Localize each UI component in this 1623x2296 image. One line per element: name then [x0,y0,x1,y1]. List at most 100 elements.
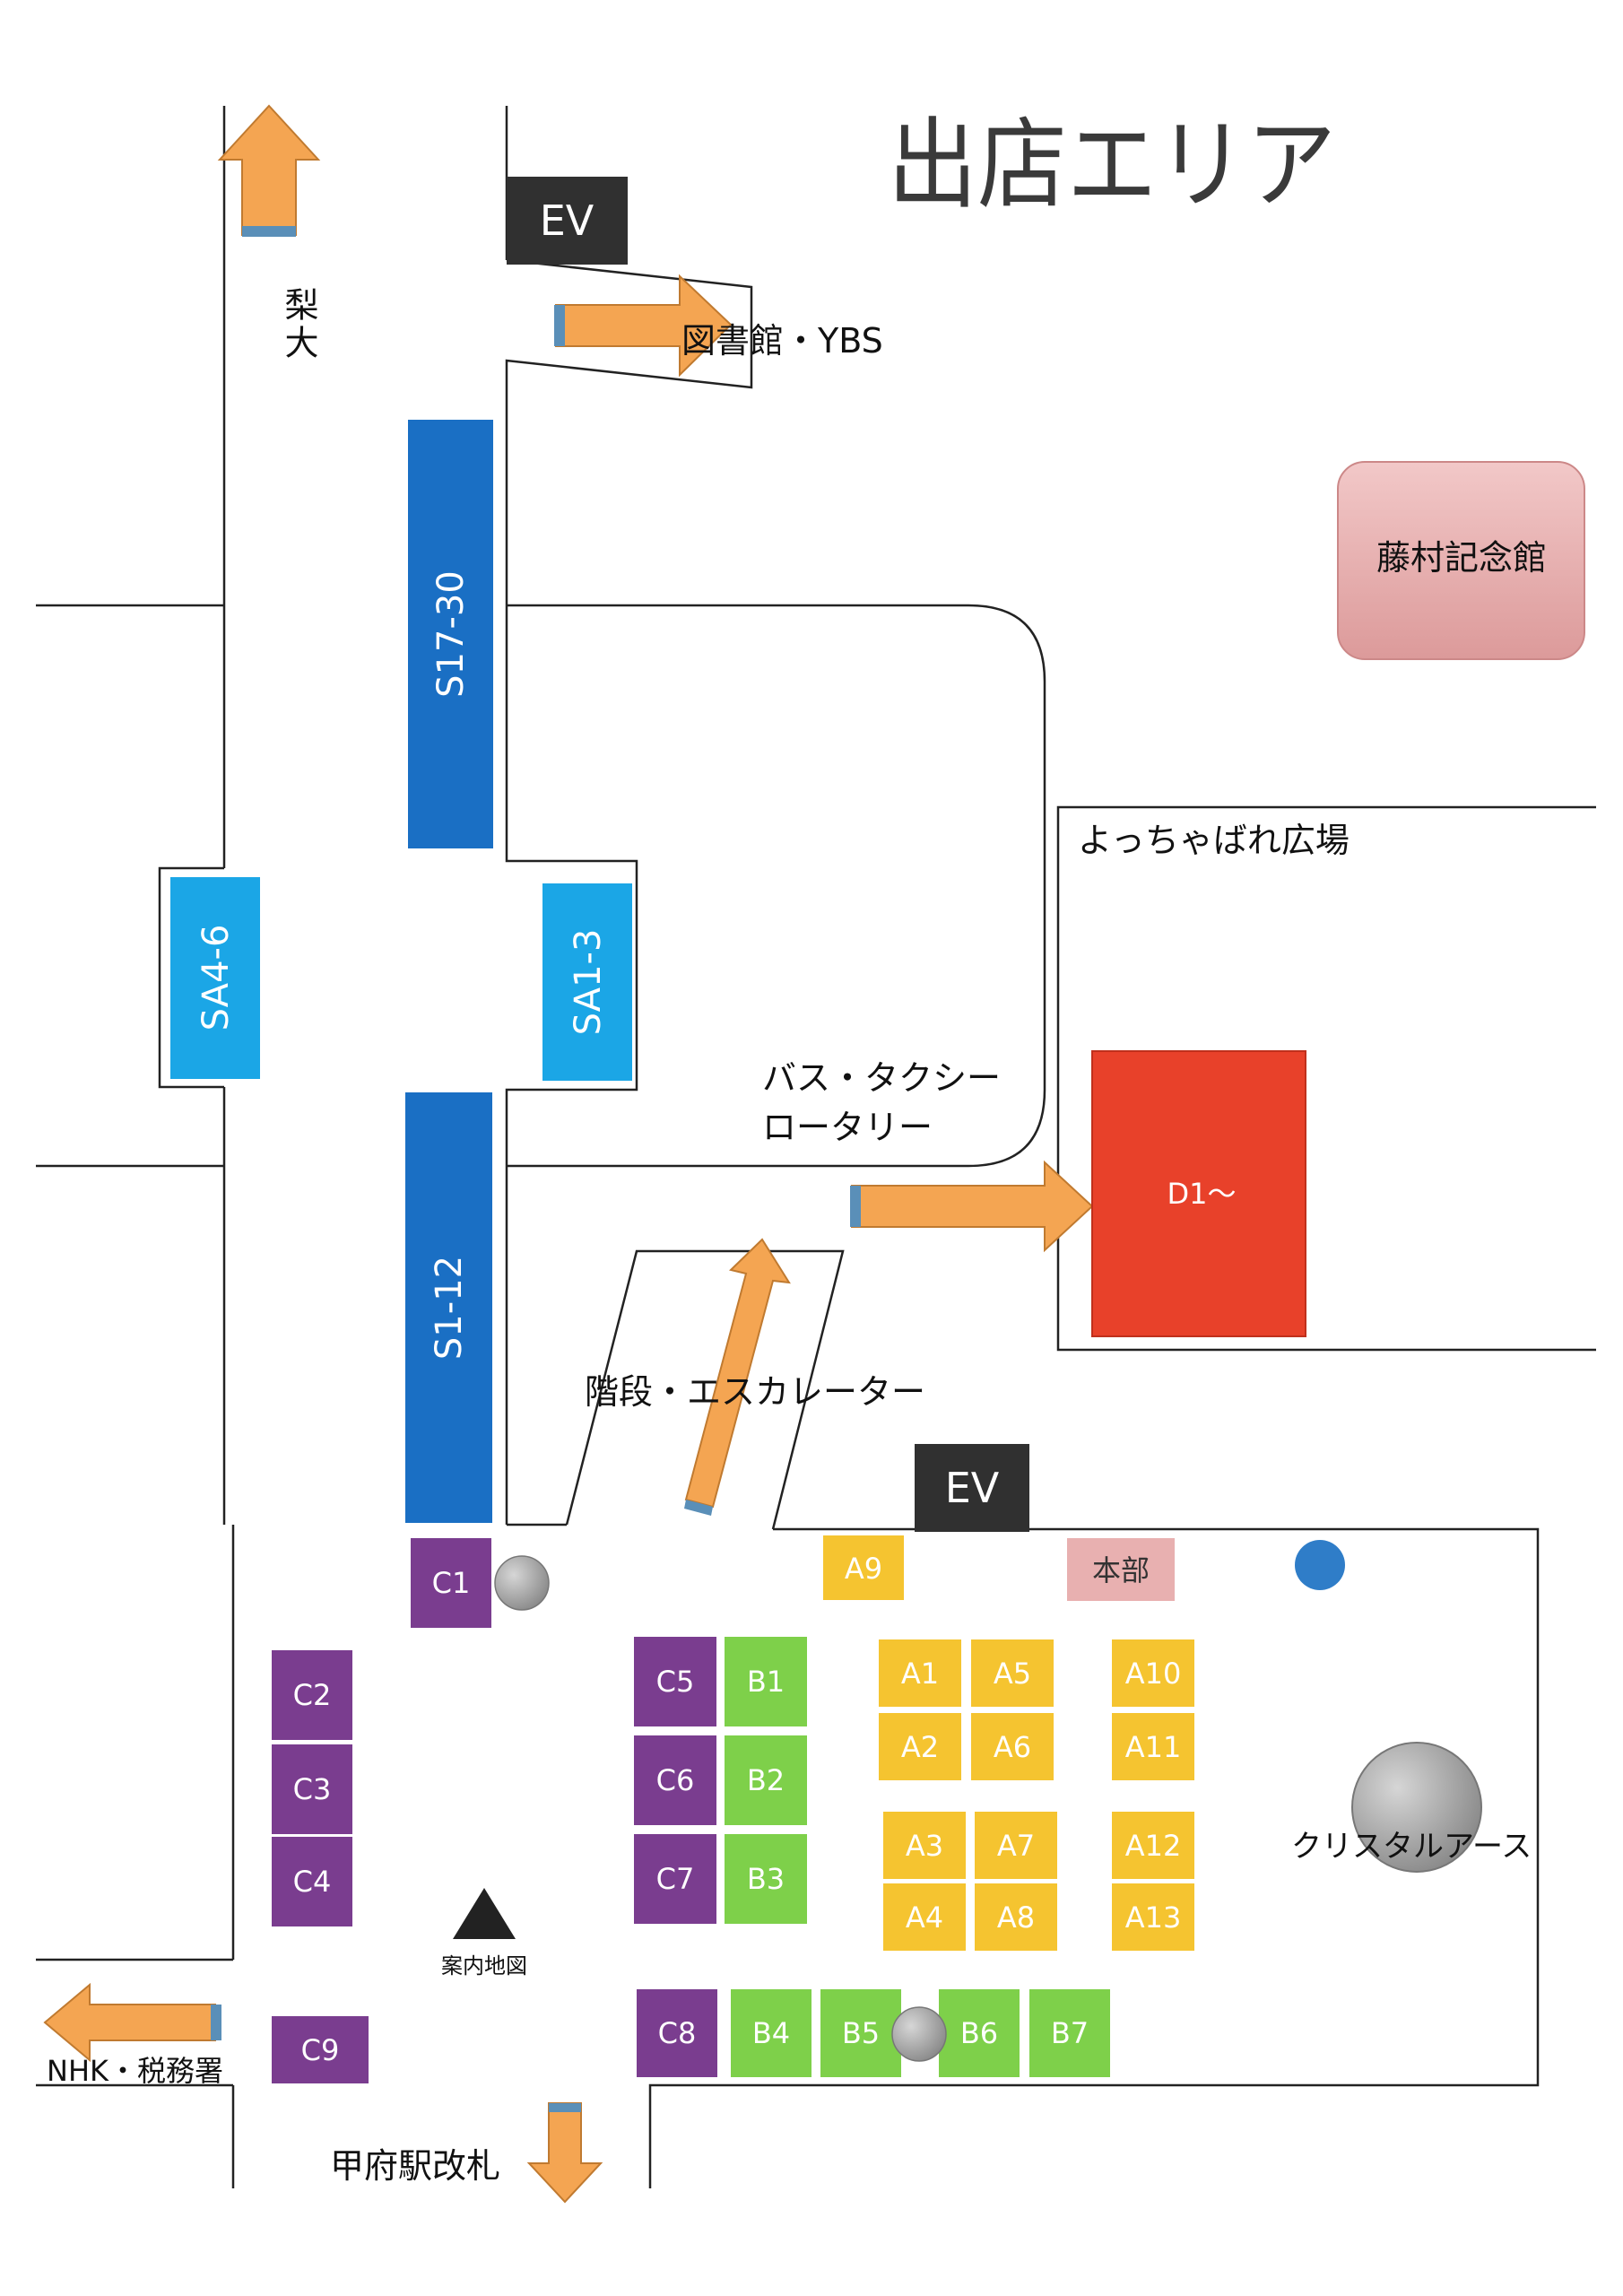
label-library: 図書館・YBS [681,321,883,361]
stall-c2-label: C2 [293,1678,332,1712]
arrow-up-icon [217,104,321,237]
stall-c8 [637,1989,717,2077]
stall-c3-label: C3 [293,1772,332,1806]
honbu-label: 本部 [1092,1553,1150,1587]
arrow-right-icon [850,1160,1094,1253]
stall-b2 [725,1735,807,1825]
stall-a9 [823,1535,904,1600]
stall-a6 [971,1713,1054,1780]
stall-c5 [634,1637,716,1726]
stall-b1 [725,1637,807,1726]
stall-a5-label: A5 [994,1657,1031,1691]
stall-a10 [1112,1639,1194,1707]
stall-a3-label: A3 [906,1829,943,1863]
ev-bottom-box [915,1444,1029,1532]
zone-sa1-3 [542,883,632,1081]
stall-c8-label: C8 [658,2016,697,2050]
stall-c1-label: C1 [432,1566,471,1600]
label-rida: 梨大 [279,287,318,362]
stall-a1-label: A1 [901,1657,939,1691]
stall-a11-label: A11 [1125,1730,1182,1764]
label-kofu-station: 甲府駅改札 [330,2146,500,2186]
stall-a5 [971,1639,1054,1707]
stall-a2 [879,1713,961,1780]
stall-a9-label: A9 [845,1552,882,1586]
stall-a11 [1112,1713,1194,1780]
stall-a4-label: A4 [906,1900,943,1935]
stall-a10-label: A10 [1125,1657,1182,1691]
arrow-down-icon [526,2102,603,2204]
arrow-left-icon [43,1982,221,2063]
stall-c4-label: C4 [293,1865,332,1899]
zone-s17-30-label: S17-30 [430,570,472,698]
stall-a7-label: A7 [997,1829,1035,1863]
zone-sa4-6 [170,877,260,1079]
zone-s17-30 [408,420,493,848]
label-stairs: 階段・エスカレーター [585,1372,925,1412]
zone-d1-label: D1～ [1167,1177,1236,1211]
stall-a6-label: A6 [994,1730,1031,1764]
honbu-box [1067,1538,1175,1601]
map-title: 出店エリア [888,108,1336,222]
ev-bottom-label: EV [945,1464,1000,1512]
stall-c6-label: C6 [656,1763,695,1797]
stall-c1 [411,1538,491,1628]
stall-a13-label: A13 [1125,1900,1182,1935]
stall-b7-label: B7 [1051,2016,1089,2050]
stall-b6 [939,1989,1020,2077]
label-fujimura: 藤村記念館 [1376,538,1547,578]
stall-a13 [1112,1883,1194,1951]
stall-c7-label: C7 [656,1862,695,1896]
stall-b2-label: B2 [747,1763,785,1797]
stall-c3 [272,1744,352,1834]
stall-b6-label: B6 [960,2016,998,2050]
label-info-map: 案内地図 [441,1953,527,1979]
stall-a3 [883,1812,966,1879]
stall-c9-label: C9 [301,2033,340,2067]
stall-b1-label: B1 [747,1665,785,1699]
label-yocchabare: よっちゃばれ広場 [1078,821,1350,860]
info-map-icon [453,1888,516,1939]
stall-c4 [272,1837,352,1926]
stall-a8 [975,1883,1057,1951]
ev-top-box [507,177,628,265]
zone-sa4-6-label: SA4-6 [195,925,237,1031]
stall-c6 [634,1735,716,1825]
crystal-earth-icon [1351,1742,1482,1873]
zone-s1-12-label: S1-12 [429,1256,470,1360]
stall-a2-label: A2 [901,1730,939,1764]
blue-marker-icon [1295,1540,1345,1590]
stall-c7 [634,1834,716,1924]
zone-s1-12 [405,1092,492,1523]
arrow-diagonal-icon [684,1238,791,1516]
stall-a4 [883,1883,966,1951]
stall-b4 [731,1989,812,2077]
arrow-right-icon [554,274,733,378]
fujimura-building [1337,461,1585,660]
label-bus-taxi-2: ロータリー [762,1108,933,1147]
stall-a7 [975,1812,1057,1879]
stall-c9 [272,2016,369,2083]
zone-d1 [1091,1050,1306,1337]
stall-a12-label: A12 [1125,1829,1182,1863]
stall-b7 [1029,1989,1110,2077]
stall-b4-label: B4 [752,2016,790,2050]
stall-a12 [1112,1812,1194,1879]
stall-b5 [820,1989,901,2077]
street-lines [36,106,1596,2188]
zone-sa1-3-label: SA1-3 [568,929,609,1036]
ev-top-label: EV [540,196,595,245]
stall-b3-label: B3 [747,1862,785,1896]
stall-c5-label: C5 [656,1665,695,1699]
stall-a8-label: A8 [997,1900,1035,1935]
label-crystal: クリスタルアース [1291,1829,1532,1865]
stall-a1 [879,1639,961,1707]
stall-b5-label: B5 [842,2016,880,2050]
label-bus-taxi-1: バス・タクシー [762,1058,1001,1098]
stall-c2 [272,1650,352,1740]
stall-b3 [725,1834,807,1924]
pillar-icon [494,1555,550,1611]
label-nhk: NHK・税務署 [47,2054,223,2088]
pillar-icon [891,2006,947,2062]
